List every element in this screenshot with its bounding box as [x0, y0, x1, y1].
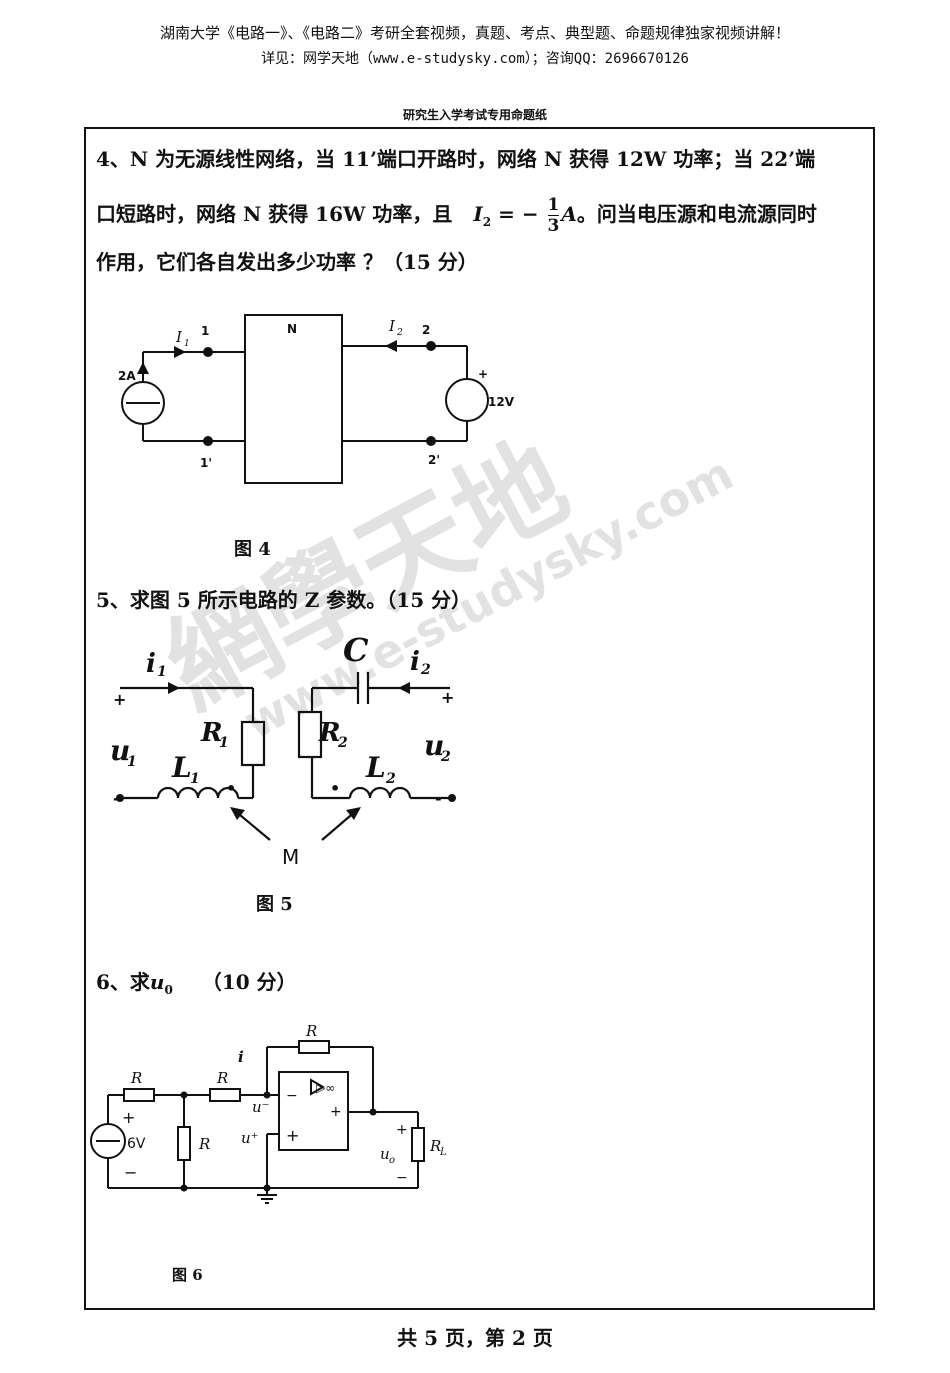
resistor-rl — [411, 1127, 425, 1162]
arrow-m-left — [230, 807, 245, 820]
label-n: N — [287, 322, 297, 336]
label-i2: i — [410, 647, 420, 677]
svg-text:2: 2 — [420, 662, 431, 678]
svg-text:1: 1 — [190, 771, 200, 787]
terminal-1 — [203, 347, 213, 357]
dot-l1: • — [226, 779, 236, 798]
resistor-r-input — [209, 1088, 241, 1102]
svg-text:2: 2 — [440, 749, 451, 765]
q5-text: 5、求图 5 所示电路的 Z 参数。（15 分） — [96, 588, 472, 612]
q4-line-3: 作用，它们各自发出多少功率 ？（15 分） — [96, 250, 478, 274]
arrow-i1 — [168, 682, 180, 694]
inductor-l2 — [348, 786, 412, 799]
label-rl-minus: − — [396, 1170, 408, 1186]
inductor-l1 — [156, 786, 240, 799]
label-u-minus: u⁻ — [252, 1098, 270, 1116]
svg-text:1: 1 — [219, 735, 229, 751]
label-opamp-out-plus: + — [330, 1104, 342, 1120]
label-u2: u — [424, 729, 444, 762]
q6-text: 6、求u0 （10 分） — [96, 970, 297, 997]
terminal-1p — [203, 436, 213, 446]
label-minus-right: - — [435, 789, 442, 808]
resistor-r-feedback — [298, 1040, 330, 1054]
label-plus: + — [478, 367, 488, 381]
arrow-i1 — [174, 346, 186, 358]
port-2-minus-terminal — [448, 794, 456, 802]
arrow-m-right — [346, 807, 361, 820]
svg-text:1: 1 — [157, 664, 167, 680]
svg-text:2: 2 — [337, 735, 348, 751]
label-m: M — [282, 845, 299, 869]
label-rl: R — [429, 1137, 441, 1155]
svg-text:2: 2 — [385, 771, 396, 787]
figure-4-caption: 图 4 — [234, 539, 271, 560]
figure-6-caption: 图 6 — [172, 1266, 203, 1284]
label-r-feedback: R — [305, 1022, 317, 1040]
label-i1: i — [146, 649, 156, 679]
label-plus-left: + — [113, 690, 126, 709]
figure-5-caption: 图 5 — [256, 894, 293, 915]
terminal-2 — [426, 341, 436, 351]
label-r2: R — [318, 718, 341, 748]
resistor-r-series — [123, 1088, 155, 1102]
svg-text:1: 1 — [184, 339, 190, 349]
network-n-box — [244, 314, 343, 484]
label-src-minus: − — [124, 1163, 137, 1182]
label-1: 1 — [201, 324, 209, 338]
label-uo: u — [380, 1145, 390, 1163]
label-r-shunt: R — [198, 1135, 210, 1153]
label-i2: I — [388, 317, 396, 335]
label-6v: 6V — [127, 1136, 146, 1152]
port-1-minus-terminal — [116, 794, 124, 802]
label-minus-left: - — [113, 789, 120, 808]
header-line-2: 详见：网学天地（www.e-studysky.com）；咨询QQ：2696670… — [261, 51, 689, 67]
dot-l2: • — [330, 779, 340, 798]
current-source-2a — [121, 381, 165, 425]
terminal-2p — [426, 436, 436, 446]
label-2a: 2A — [118, 369, 136, 383]
label-2: 2 — [422, 323, 430, 337]
label-u-plus: u⁺ — [241, 1129, 259, 1147]
label-src-plus: + — [122, 1108, 135, 1127]
label-opamp-plus: + — [286, 1126, 299, 1145]
label-c: C — [343, 631, 369, 669]
label-plus-right: + — [441, 688, 454, 707]
label-r-input: R — [216, 1069, 228, 1087]
q4-line-1: 4、N 为无源线性网络，当 11’端口开路时，网络 N 获得 12W 功率；当 … — [96, 147, 816, 171]
svg-text:o: o — [389, 1155, 395, 1166]
label-opamp-minus: − — [286, 1088, 298, 1104]
page-footer: 共 5 页，第 2 页 — [397, 1326, 553, 1350]
resistor-r2 — [297, 710, 323, 759]
label-1p: 1' — [200, 456, 212, 470]
label-2p: 2' — [428, 453, 440, 467]
paper-title: 研究生入学考试专用命题纸 — [402, 108, 547, 122]
svg-text:L: L — [439, 1147, 447, 1158]
label-r1: R — [200, 718, 223, 748]
label-12v: 12V — [488, 395, 515, 409]
label-rl-plus: + — [396, 1122, 408, 1138]
exam-frame — [84, 127, 875, 1310]
arrow-i2 — [385, 340, 397, 352]
label-l1: L — [171, 751, 192, 784]
label-i1: I — [175, 328, 183, 346]
voltage-source-12v — [445, 378, 489, 422]
header-line-1: 湖南大学《电路一》、《电路二》考研全套视频，真题、考点、典型题、命题规律独家视频… — [159, 24, 790, 42]
svg-text:2: 2 — [396, 328, 403, 338]
resistor-r-shunt — [177, 1126, 191, 1161]
label-i: i — [238, 1048, 244, 1066]
arrow-i2 — [398, 682, 410, 694]
svg-text:1: 1 — [127, 754, 137, 770]
label-r-series: R — [130, 1069, 142, 1087]
label-l2: L — [365, 751, 386, 784]
label-opamp-inf: ▷∞ — [316, 1081, 335, 1095]
arrow-current-source — [137, 362, 149, 374]
label-u1: u — [110, 734, 130, 767]
